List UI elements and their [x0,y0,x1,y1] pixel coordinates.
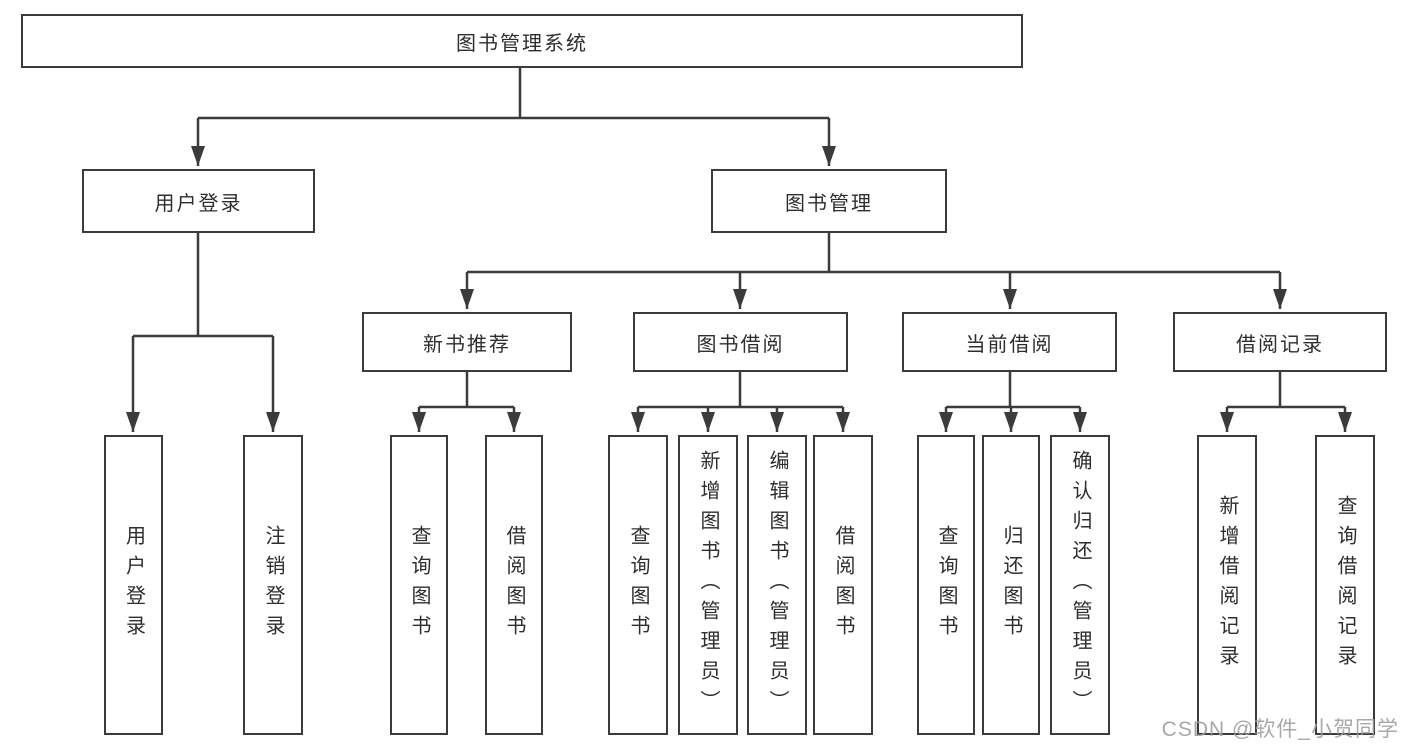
node-current-borrowing-label: 当前借阅 [965,333,1054,356]
leaf-user-login-label: 用户登录 [122,525,145,645]
leaf-query-borrow-record-label: 查询借阅记录 [1334,495,1356,675]
leaf-borrow-books-recommend: 借阅图书 [485,435,543,735]
leaf-query-books-borrow-label: 查询图书 [627,525,649,645]
node-new-book-recommend-label: 新书推荐 [423,333,511,356]
node-new-book-recommend: 新书推荐 [362,312,572,372]
node-book-management: 图书管理 [711,169,947,233]
leaf-add-borrow-record: 新增借阅记录 [1197,435,1257,735]
node-book-borrowing: 图书借阅 [633,312,848,372]
leaf-add-books-admin-label: 新增图书（管理员） [697,450,719,720]
leaf-add-borrow-record-label: 新增借阅记录 [1216,495,1238,675]
leaf-logout: 注销登录 [243,435,303,735]
leaf-edit-books-admin: 编辑图书（管理员） [747,435,807,735]
node-book-borrowing-label: 图书借阅 [696,333,785,356]
leaf-edit-books-admin-label: 编辑图书（管理员） [766,450,788,720]
leaf-borrow-books-recommend-label: 借阅图书 [503,525,525,645]
leaf-query-books-recommend: 查询图书 [390,435,448,735]
leaf-confirm-return-admin: 确认归还（管理员） [1050,435,1110,735]
leaf-query-books-borrow: 查询图书 [608,435,668,735]
leaf-user-login: 用户登录 [104,435,163,735]
node-library-system: 图书管理系统 [21,14,1023,68]
leaf-return-books-label: 归还图书 [1000,525,1022,645]
node-current-borrowing: 当前借阅 [902,312,1117,372]
node-user-login-label: 用户登录 [154,192,243,215]
leaf-return-books: 归还图书 [982,435,1040,735]
leaf-add-books-admin: 新增图书（管理员） [678,435,738,735]
node-borrow-records-label: 借阅记录 [1236,333,1324,356]
leaf-query-borrow-record: 查询借阅记录 [1315,435,1375,735]
leaf-confirm-return-admin-label: 确认归还（管理员） [1069,450,1091,720]
node-user-login: 用户登录 [82,169,315,233]
node-library-system-label: 图书管理系统 [456,32,588,55]
leaf-borrow-books: 借阅图书 [813,435,873,735]
leaf-logout-label: 注销登录 [262,525,284,645]
leaf-query-books-recommend-label: 查询图书 [408,525,430,645]
leaf-borrow-books-label: 借阅图书 [832,525,854,645]
node-book-management-label: 图书管理 [785,192,873,215]
leaf-query-books-current: 查询图书 [917,435,975,735]
leaf-query-books-current-label: 查询图书 [935,525,957,645]
csdn-watermark: CSDN @软件_小贺同学 [1161,718,1399,741]
node-borrow-records: 借阅记录 [1173,312,1387,372]
